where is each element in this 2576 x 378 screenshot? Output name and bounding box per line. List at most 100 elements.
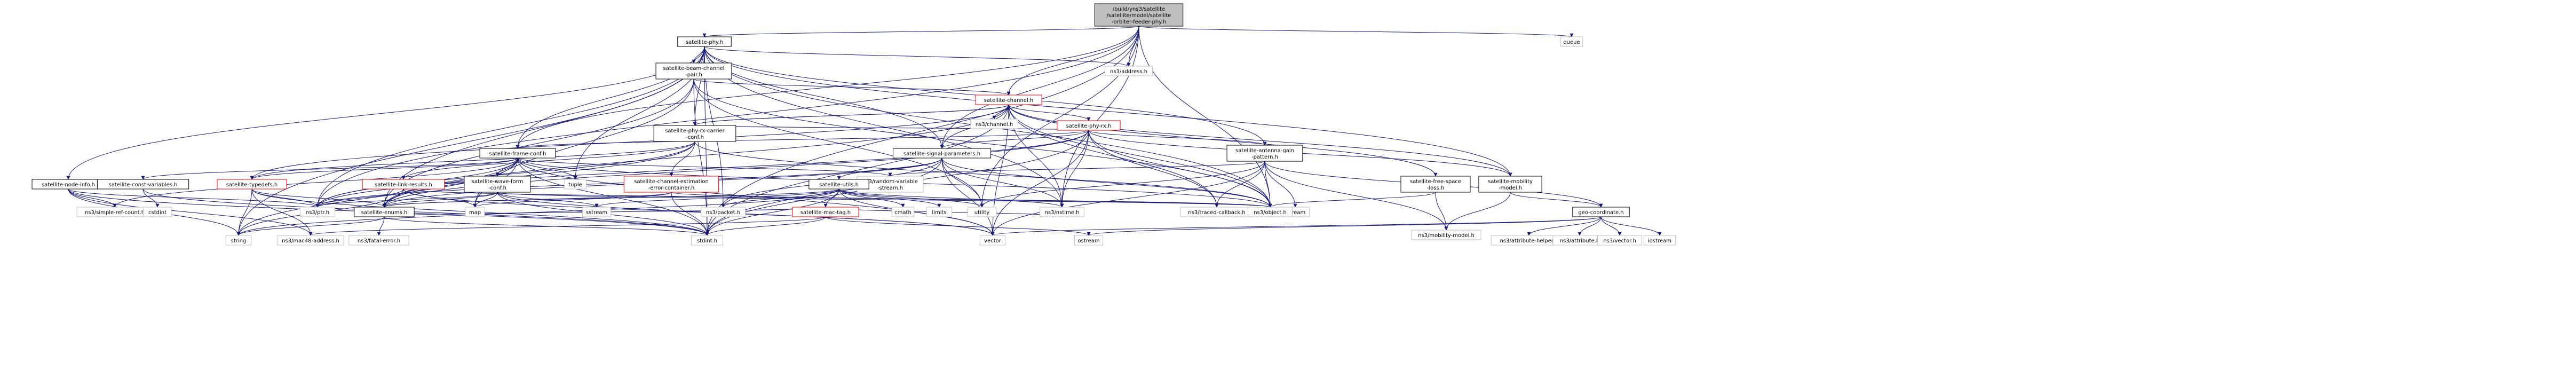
node-sat-phy-rx[interactable]: satellite-phy-rx.h [1057, 120, 1121, 131]
edge-geo-coord-to-vector [990, 216, 1602, 236]
edge-signal-params-to-vector [941, 158, 995, 236]
node-box [1400, 176, 1471, 193]
edge-mac-tag-to-mac48 [308, 216, 826, 236]
edge-mobility-model-sat-to-mobility-model [1444, 192, 1511, 231]
node-label: geo-coordinate.h [1578, 210, 1623, 216]
node-box [354, 207, 415, 217]
edge-sat-channel-to-traced-cb [1008, 104, 1219, 208]
edge-sat-utils-to-sstream [595, 188, 839, 208]
node-box [1040, 207, 1084, 217]
node-label: -model.h [1499, 185, 1522, 191]
node-box [564, 179, 587, 190]
node-label: satellite-mac-tag.h [800, 210, 851, 216]
node-label: stdint.h [697, 238, 717, 244]
node-label: satellite-phy.h [686, 40, 723, 45]
node-nstime: ns3/nstime.h [1040, 207, 1084, 217]
node-enums[interactable]: satellite-enums.h [354, 207, 415, 217]
node-label: ns3/mobility-model.h [1418, 233, 1475, 239]
node-box [691, 235, 724, 246]
edge-geo-coord-to-attribute [1578, 216, 1602, 236]
node-typedefs[interactable]: satellite-typedefs.h [217, 179, 287, 190]
node-const-vars[interactable]: satellite-const-variables.h [97, 179, 189, 190]
node-label: -pair.h [685, 72, 702, 78]
node-label: -conf.h [488, 185, 506, 191]
edge-sat-phy-rx-to-traced-cb [1088, 130, 1219, 208]
node-box [217, 179, 287, 190]
edge-sat-channel-to-mobility-model-sat [1008, 104, 1512, 177]
node-ptr: ns3/ptr.h [299, 207, 336, 217]
edge-root-to-sat-phy [703, 26, 1139, 37]
edge-const-vars-to-stdint [142, 188, 709, 236]
edge-sat-phy-to-mobility-model-sat [704, 46, 1512, 177]
node-box [653, 125, 736, 142]
node-box [1094, 3, 1184, 27]
node-label: queue [1563, 40, 1580, 45]
edge-root-to-nstime [1060, 26, 1139, 208]
node-sat-channel[interactable]: satellite-channel.h [975, 94, 1042, 105]
node-label: satellite-phy-rx-carrier [665, 128, 725, 134]
edge-signal-params-to-stdint [705, 158, 942, 236]
node-box [362, 179, 445, 190]
edge-beam-channel-pair-to-utility [693, 78, 984, 208]
node-mac-tag[interactable]: satellite-mac-tag.h [792, 207, 859, 217]
node-signal-params[interactable]: satellite-signal-parameters.h [892, 148, 992, 159]
node-label: -conf.h [686, 135, 704, 140]
edge-sat-utils-to-packet [721, 188, 839, 208]
node-mobility-model-sat[interactable]: satellite-mobility-model.h [1478, 176, 1542, 193]
edge-mac-tag-to-ostream [825, 216, 1091, 236]
node-ostream: ostream [1074, 235, 1104, 246]
node-layer: /build/yns3/satellite/satellite/model/sa… [31, 3, 1676, 246]
node-frame-conf[interactable]: satellite-frame-conf.h [479, 148, 556, 159]
node-label: -pattern.h [1251, 154, 1278, 160]
node-root[interactable]: /build/yns3/satellite/satellite/model/sa… [1094, 3, 1184, 27]
node-chan-est[interactable]: satellite-channel-estimation-error-conta… [623, 176, 719, 193]
edge-wave-form-to-ptr [315, 192, 498, 208]
node-antenna-gain[interactable]: satellite-antenna-gain-pattern.h [1226, 145, 1303, 162]
edge-sat-channel-to-net-channel [992, 104, 1009, 120]
node-sat-utils[interactable]: satellite-utils.h [809, 179, 869, 190]
edge-frame-conf-to-tuple [517, 158, 577, 180]
node-box [970, 119, 1018, 129]
node-label: map [469, 210, 481, 216]
node-label: ns3/ptr.h [306, 210, 329, 216]
node-vector: vector [979, 235, 1006, 246]
node-string: string [225, 235, 252, 246]
edge-sat-phy-rx-to-ptr [315, 130, 1089, 208]
node-label: ns3/channel.h [976, 122, 1013, 128]
node-box [701, 207, 746, 217]
edge-sat-utils-to-stdint [705, 188, 839, 236]
node-free-space[interactable]: satellite-free-space-loss.h [1400, 176, 1471, 193]
node-link-results[interactable]: satellite-link-results.h [362, 179, 445, 190]
node-box [892, 148, 992, 159]
edge-sat-phy-to-string [236, 46, 705, 236]
edge-typedefs-to-enums [251, 188, 386, 208]
node-beam-channel-pair[interactable]: satellite-beam-channel-pair.h [655, 62, 732, 80]
node-label: ns3/attribute.h [1560, 238, 1599, 244]
node-phy-rx-carrier-conf[interactable]: satellite-phy-rx-carrier-conf.h [653, 125, 736, 142]
node-box [926, 207, 953, 217]
node-node-info[interactable]: satellite-node-info.h [31, 179, 105, 190]
node-label: limits [932, 210, 946, 216]
node-geo-coord[interactable]: geo-coordinate.h [1572, 207, 1630, 217]
edge-sat-phy-rx-to-frame-conf [516, 130, 1089, 149]
node-tuple: tuple [564, 179, 587, 190]
node-label: satellite-frame-conf.h [489, 151, 546, 157]
node-cstdint: cstdint [142, 207, 172, 217]
node-map: map [465, 207, 485, 217]
edge-root-to-signal-params [940, 26, 1139, 149]
edge-enums-to-fatal-error [377, 216, 385, 236]
node-label: satellite-node-info.h [42, 182, 95, 188]
edge-free-space-to-mobility-model [1435, 192, 1448, 231]
edge-layer [66, 26, 1662, 236]
node-label: -error-container.h [648, 185, 695, 191]
node-wave-form[interactable]: satellite-wave-form-conf.h [464, 176, 531, 193]
node-box [1560, 36, 1583, 47]
node-queue: queue [1560, 36, 1583, 47]
edge-sat-utils-to-string [236, 188, 839, 236]
node-sat-phy[interactable]: satellite-phy.h [677, 36, 732, 47]
edge-geo-coord-to-ostream [1087, 216, 1602, 236]
node-box [1597, 235, 1642, 246]
node-mac48: ns3/mac48-address.h [277, 235, 344, 246]
node-box [1226, 145, 1303, 162]
edge-typedefs-to-mac48 [251, 188, 313, 236]
